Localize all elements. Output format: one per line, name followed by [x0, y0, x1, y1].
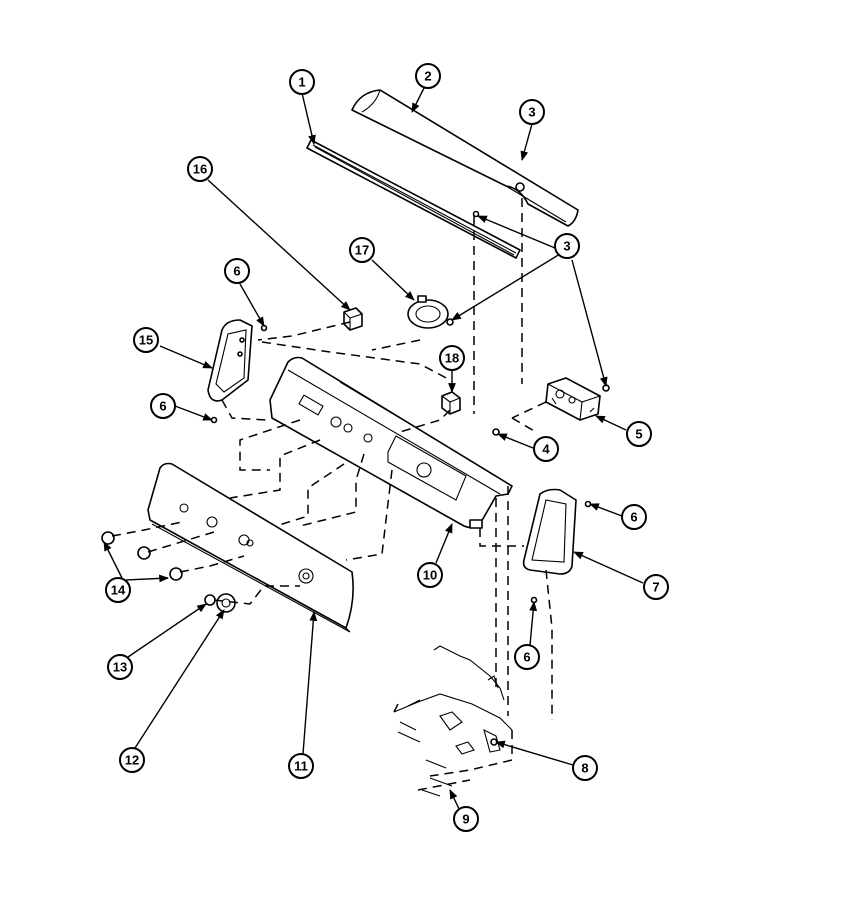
callout-label: 11: [294, 759, 308, 774]
callout-9: 9: [453, 806, 479, 832]
callout-8: 8: [572, 755, 598, 781]
callout-17: 17: [349, 237, 375, 263]
callout-label: 2: [424, 69, 431, 84]
knob-insert-13: [204, 594, 216, 606]
callout-6-upper-left: 6: [224, 258, 250, 284]
callout-label: 3: [528, 105, 535, 120]
screw-6-b: [210, 416, 218, 424]
push-switch-16: [343, 307, 363, 331]
callout-label: 3: [563, 239, 570, 254]
callout-15: 15: [133, 327, 159, 353]
callout-label: 6: [233, 264, 240, 279]
screw-mid: [472, 210, 480, 218]
callout-label: 6: [630, 510, 637, 525]
callout-14: 14: [105, 577, 131, 603]
screw-4: [492, 428, 500, 436]
callout-label: 14: [111, 583, 126, 598]
callout-6-lower-left: 6: [150, 393, 176, 419]
selector-switch: [407, 295, 454, 329]
callout-label: 18: [445, 351, 459, 366]
screw-6-c: [584, 500, 592, 508]
timer-assembly: [545, 377, 601, 421]
left-end-cap: [207, 319, 253, 402]
callout-11: 11: [288, 753, 314, 779]
harness-8: [433, 645, 505, 753]
right-end-cap: [522, 488, 577, 575]
callout-6-bottom: 6: [514, 644, 540, 670]
callout-4: 4: [533, 436, 559, 462]
callout-label: 10: [423, 568, 437, 583]
callout-label: 6: [159, 399, 166, 414]
callout-label: 8: [581, 761, 588, 776]
callout-label: 12: [125, 753, 139, 768]
callout-label: 16: [193, 162, 207, 177]
trim-strip: [306, 139, 521, 259]
callout-18: 18: [439, 345, 465, 371]
screw-6-a: [260, 324, 268, 332]
callout-label: 15: [139, 333, 153, 348]
push-switch-18: [441, 391, 461, 415]
wiring-harness-9: [393, 693, 513, 797]
callout-5: 5: [626, 421, 652, 447]
callout-13: 13: [107, 654, 133, 680]
push-buttons: [101, 531, 183, 581]
callout-label: 5: [635, 427, 642, 442]
callout-12: 12: [119, 747, 145, 773]
callout-label: 17: [355, 243, 369, 258]
callout-2: 2: [415, 63, 441, 89]
callout-3-right: 3: [554, 233, 580, 259]
callout-label: 9: [462, 812, 469, 827]
callout-label: 1: [298, 75, 305, 90]
callout-6-right: 6: [621, 504, 647, 530]
leader-lines: [103, 87, 644, 812]
callout-label: 7: [652, 580, 659, 595]
callout-10: 10: [417, 562, 443, 588]
callout-label: 6: [523, 650, 530, 665]
callout-3-top: 3: [519, 99, 545, 125]
alignment-lines: [111, 198, 553, 791]
callout-label: 4: [542, 442, 550, 457]
callout-16: 16: [187, 156, 213, 182]
console-back-panel: [269, 356, 513, 529]
callout-label: 13: [113, 660, 127, 675]
callout-7: 7: [643, 574, 669, 600]
front-control-panel: [147, 462, 354, 633]
knob-12: [216, 593, 236, 613]
screw-6-d: [530, 596, 538, 604]
screw-top: [515, 182, 525, 192]
callout-1: 1: [289, 69, 315, 95]
